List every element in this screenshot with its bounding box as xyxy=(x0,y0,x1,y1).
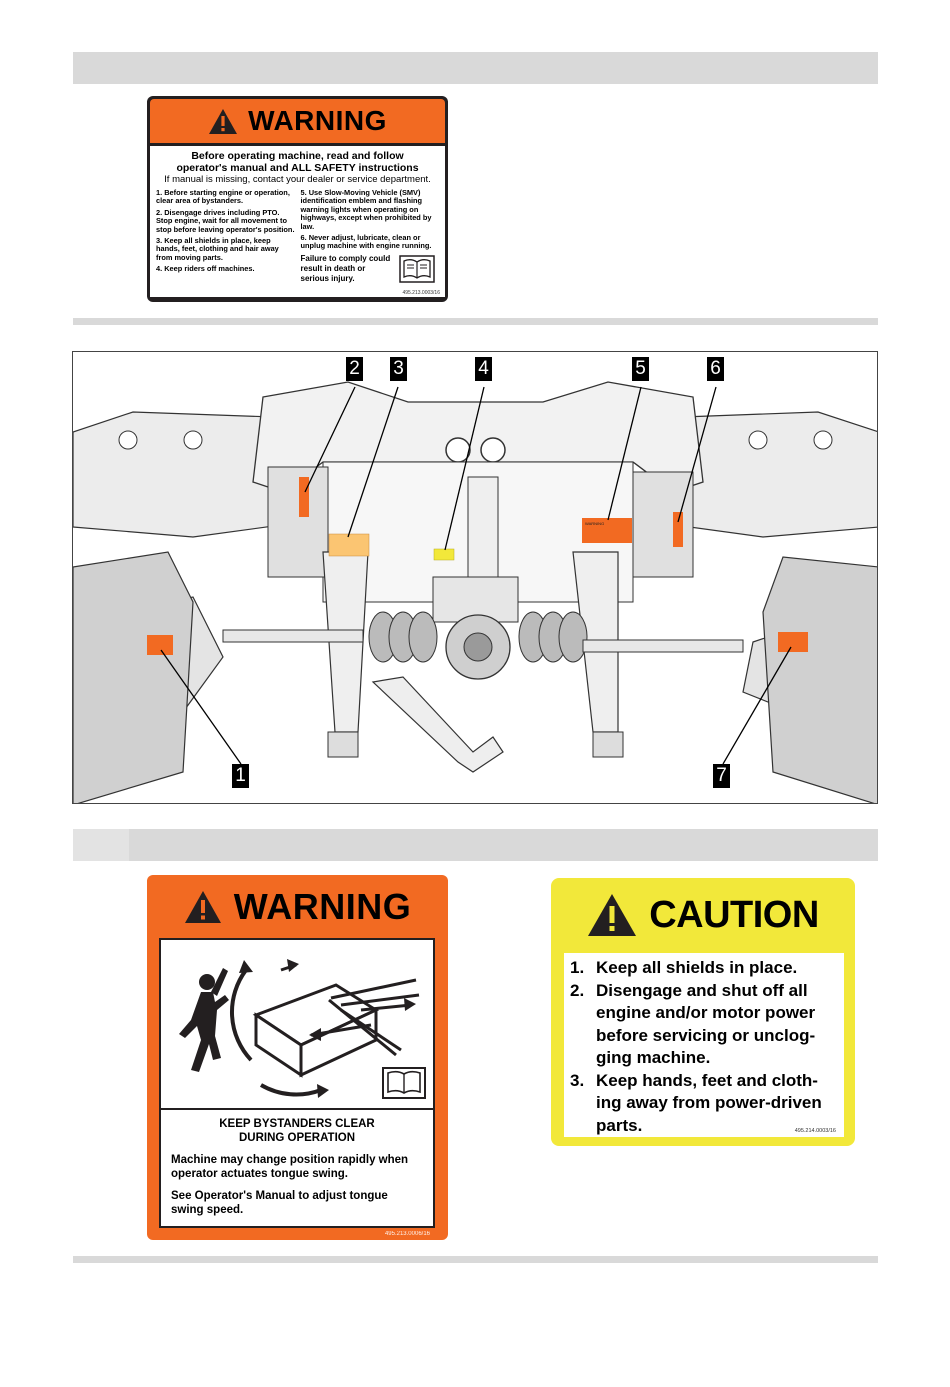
item-text: Disengage and shut off all engine and/or… xyxy=(596,980,816,1068)
warning-triangle-icon xyxy=(184,891,221,923)
decal-marker-7 xyxy=(778,632,808,652)
signal-word: WARNING xyxy=(248,105,387,136)
instructions-right: 5. Use Slow-Moving Vehicle (SMV) identif… xyxy=(300,188,440,287)
signal-word: WARNING xyxy=(233,886,412,927)
item-number: 2. xyxy=(570,980,585,1000)
person-struck-by-tongue-icon xyxy=(161,940,433,1110)
part-code: 495.213.0006/16 xyxy=(384,1231,430,1237)
decal-marker-6 xyxy=(673,512,683,547)
callout-7: 7 xyxy=(713,764,730,788)
decal-panel: 1. Keep all shields in place. 2. Disenga… xyxy=(564,953,844,1137)
callout-3: 3 xyxy=(390,357,407,381)
callout-4: 4 xyxy=(475,357,492,381)
instruction-item: 4. Keep riders off machines. xyxy=(156,264,255,274)
instruction-item: 1. Before starting engine or operation, … xyxy=(156,188,290,206)
section-header-band xyxy=(73,52,878,84)
instruction-item: 3. Keep all shields in place, keep hands… xyxy=(156,236,279,262)
callout-1: 1 xyxy=(232,764,249,788)
caution-item: 1. Keep all shields in place. xyxy=(570,957,838,980)
caution-item: 2. Disengage and shut off all engine and… xyxy=(570,980,838,1070)
decal-marker-3 xyxy=(328,533,370,557)
part-code: 495.214.0003/16 xyxy=(794,1128,836,1134)
caution-decal: CAUTION 1. Keep all shields in place. 2.… xyxy=(551,878,855,1146)
section-divider xyxy=(73,318,878,325)
decal-marker-5 xyxy=(582,518,632,543)
decal-header: CAUTION xyxy=(551,878,855,952)
decal-paragraph: Machine may change position rapidly when… xyxy=(171,1154,409,1180)
callout-5: 5 xyxy=(632,357,649,381)
signal-word: CAUTION xyxy=(649,893,819,936)
item-number: 3. xyxy=(570,1070,585,1090)
manual-book-icon xyxy=(399,255,435,283)
warning-triangle-icon xyxy=(209,108,238,134)
part-code: 495.213.0003/16 xyxy=(402,290,440,296)
decal-marker-1 xyxy=(147,635,173,655)
decal-header: WARNING xyxy=(150,99,445,143)
failure-warning: Failure to comply could result in death … xyxy=(300,253,391,283)
callout-6: 6 xyxy=(707,357,724,381)
mini-decal-label: WARNING xyxy=(585,521,604,526)
section-divider xyxy=(73,1256,878,1263)
sub-line: If manual is missing, contact your deale… xyxy=(164,174,431,185)
decal-header: WARNING xyxy=(147,875,448,939)
lead-line: Before operating machine, read and follo… xyxy=(191,150,404,162)
caution-item: 3. Keep hands, feet and cloth- ing away … xyxy=(570,1070,838,1138)
item-text: Keep hands, feet and cloth- ing away fro… xyxy=(596,1070,822,1135)
caution-triangle-icon xyxy=(588,894,637,936)
decal-body: Before operating machine, read and follo… xyxy=(150,146,445,297)
instructions-left: 1. Before starting engine or operation, … xyxy=(156,188,295,287)
section-header-band xyxy=(73,829,878,861)
warning-decal-general: WARNING Before operating machine, read a… xyxy=(147,96,448,302)
item-text: Keep all shields in place. xyxy=(596,958,798,977)
decal-marker-2 xyxy=(299,477,309,517)
band-marker xyxy=(73,829,129,861)
decal-marker-4 xyxy=(433,548,455,561)
instruction-item: 6. Never adjust, lubricate, clean or unp… xyxy=(300,233,432,251)
decal-title: KEEP BYSTANDERS CLEAR xyxy=(219,1118,375,1130)
lead-line: operator's manual and ALL SAFETY instruc… xyxy=(176,162,419,174)
machine-illustration: WARNING xyxy=(73,381,877,803)
callout-2: 2 xyxy=(346,357,363,381)
decal-paragraph: See Operator's Manual to adjust tongue s… xyxy=(171,1190,388,1216)
warning-decal-tongue-swing: WARNING xyxy=(147,875,448,1240)
decal-title: DURING OPERATION xyxy=(238,1131,356,1144)
instruction-item: 2. Disengage drives including PTO. Stop … xyxy=(156,207,295,234)
decal-location-diagram: WARNING 2 3 4 5 6 1 7 xyxy=(72,351,878,804)
item-number: 1. xyxy=(570,958,585,977)
instruction-item: 5. Use Slow-Moving Vehicle (SMV) identif… xyxy=(300,188,432,231)
decal-panel: KEEP BYSTANDERS CLEAR DURING OPERATION M… xyxy=(159,938,435,1228)
